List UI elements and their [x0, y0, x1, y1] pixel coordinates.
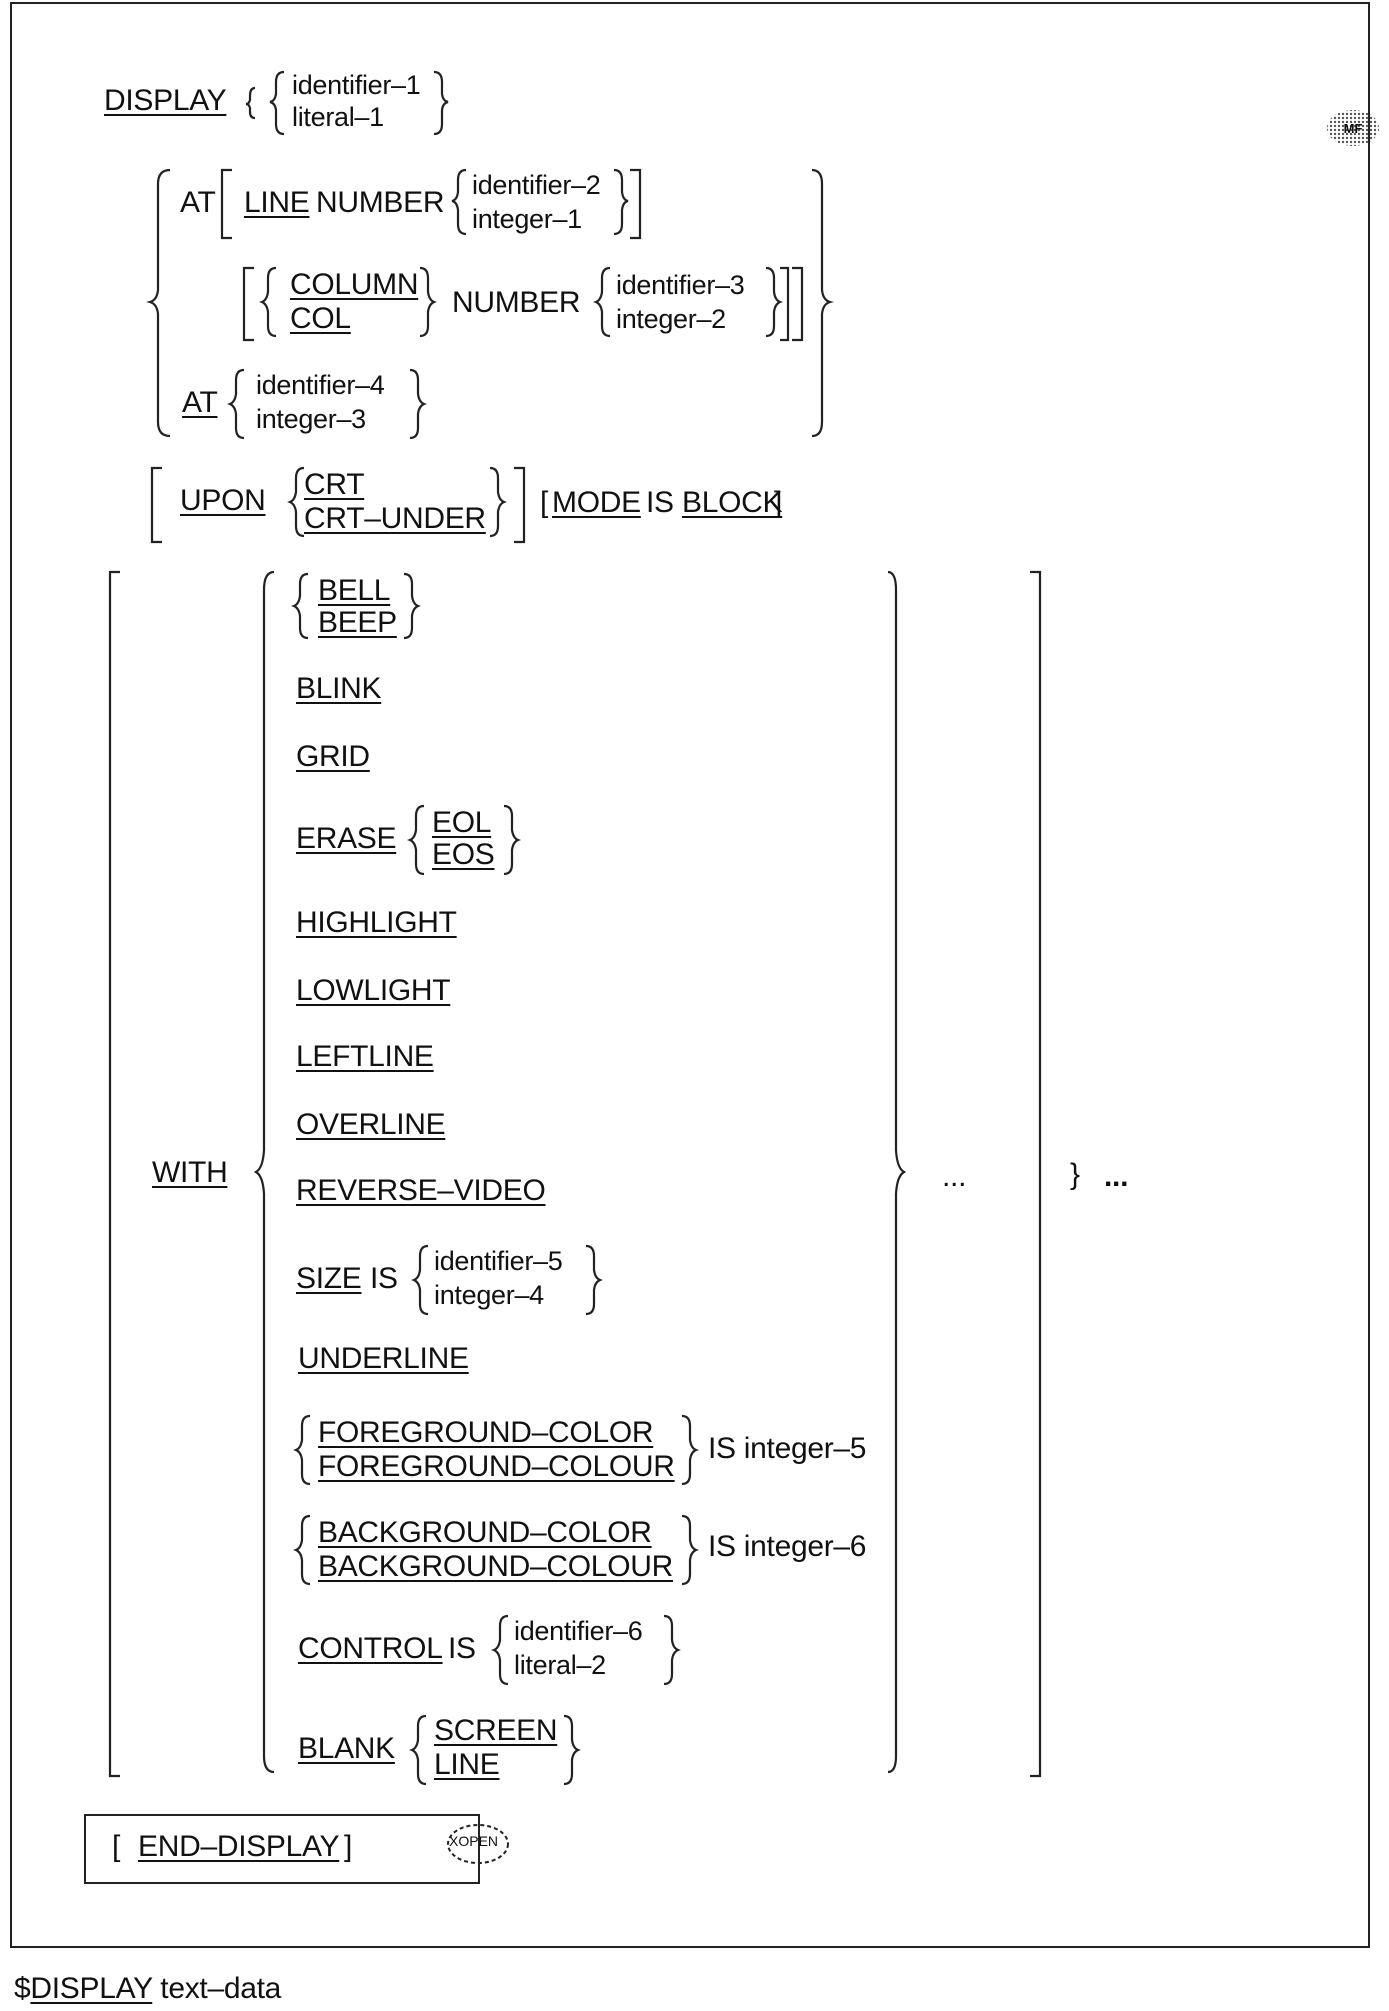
option-size: SIZE: [296, 1262, 362, 1295]
option-underline: UNDERLINE: [298, 1342, 469, 1375]
option-size-is: IS: [370, 1262, 398, 1295]
footer-text: $DISPLAY text–data: [14, 1972, 281, 2006]
identifier-3: identifier–3: [616, 270, 745, 300]
keyword-number: NUMBER: [316, 186, 445, 219]
integer-1: integer–1: [472, 204, 582, 234]
keyword-with: WITH: [152, 1156, 228, 1189]
option-erase: ERASE: [296, 822, 397, 855]
option-screen: SCREEN: [434, 1714, 558, 1747]
end-display-box: [84, 1814, 480, 1884]
option-bell: BELL: [318, 574, 391, 607]
option-line: LINE: [434, 1748, 500, 1781]
keyword-mode: MODE: [552, 486, 641, 519]
keyword-end-display: END–DISPLAY: [138, 1830, 340, 1863]
keyword-display: DISPLAY: [104, 84, 227, 117]
keyword-crt: CRT: [304, 468, 365, 501]
keyword-upon: UPON: [180, 484, 266, 517]
option-overline: OVERLINE: [296, 1108, 446, 1141]
identifier-6: identifier–6: [514, 1616, 643, 1646]
option-control-is: IS: [448, 1632, 476, 1665]
keyword-number-2: NUMBER: [452, 286, 581, 319]
mode-open-bracket: [: [540, 486, 549, 519]
identifier-5: identifier–5: [434, 1246, 563, 1276]
keyword-block: BLOCK: [682, 486, 783, 519]
keyword-crt-under: CRT–UNDER: [304, 502, 486, 535]
option-foreground-colour: FOREGROUND–COLOUR: [318, 1450, 675, 1483]
ellipsis-inner: ...: [942, 1160, 967, 1193]
xopen-badge-label: XOPEN: [449, 1833, 499, 1849]
option-foreground-color: FOREGROUND–COLOR: [318, 1416, 654, 1449]
option-highlight: HIGHLIGHT: [296, 906, 457, 939]
keyword-column: COLUMN: [290, 268, 419, 301]
option-beep: BEEP: [318, 606, 397, 639]
keyword-col: COL: [290, 302, 351, 335]
identifier-1: identifier–1: [292, 70, 421, 100]
option-leftline: LEFTLINE: [296, 1040, 434, 1073]
foreground-is-integer-5: IS integer–5: [708, 1432, 867, 1465]
option-blank: BLANK: [298, 1732, 395, 1765]
option-reverse-video: REVERSE–VIDEO: [296, 1174, 546, 1207]
footer-rest: text–data: [152, 1972, 282, 2005]
keyword-at: AT: [180, 186, 216, 219]
syntax-frame: [10, 2, 1370, 1948]
mode-close-bracket: ]: [774, 486, 783, 519]
option-background-colour: BACKGROUND–COLOUR: [318, 1550, 673, 1583]
literal-1: literal–1: [292, 102, 384, 132]
identifier-2: identifier–2: [472, 170, 601, 200]
keyword-is: IS: [646, 486, 674, 519]
integer-3: integer–3: [256, 404, 366, 434]
closing-brace: }: [1070, 1158, 1080, 1191]
option-lowlight: LOWLIGHT: [296, 974, 451, 1007]
option-blink: BLINK: [296, 672, 382, 705]
footer-keyword-display: DISPLAY: [30, 1972, 153, 2005]
keyword-at-2: AT: [182, 386, 218, 419]
ellipsis-outer: ...: [1104, 1160, 1129, 1193]
option-eos: EOS: [432, 838, 495, 871]
option-grid: GRID: [296, 740, 370, 773]
option-control: CONTROL: [298, 1632, 443, 1665]
end-open-bracket: [: [112, 1830, 121, 1863]
xopen-badge-icon: XOPEN: [443, 1821, 513, 1867]
footer-prefix: $: [14, 1972, 31, 2005]
keyword-line: LINE: [244, 186, 310, 219]
integer-2: integer–2: [616, 304, 726, 334]
option-eol: EOL: [432, 806, 492, 839]
option-background-color: BACKGROUND–COLOR: [318, 1516, 652, 1549]
mf-badge-label: MF: [1344, 121, 1363, 136]
background-is-integer-6: IS integer–6: [708, 1530, 867, 1563]
identifier-4: identifier–4: [256, 370, 385, 400]
end-close-bracket: ]: [344, 1830, 353, 1863]
mf-badge-icon: MF: [1325, 108, 1381, 148]
integer-4: integer–4: [434, 1280, 544, 1310]
literal-2: literal–2: [514, 1650, 606, 1680]
